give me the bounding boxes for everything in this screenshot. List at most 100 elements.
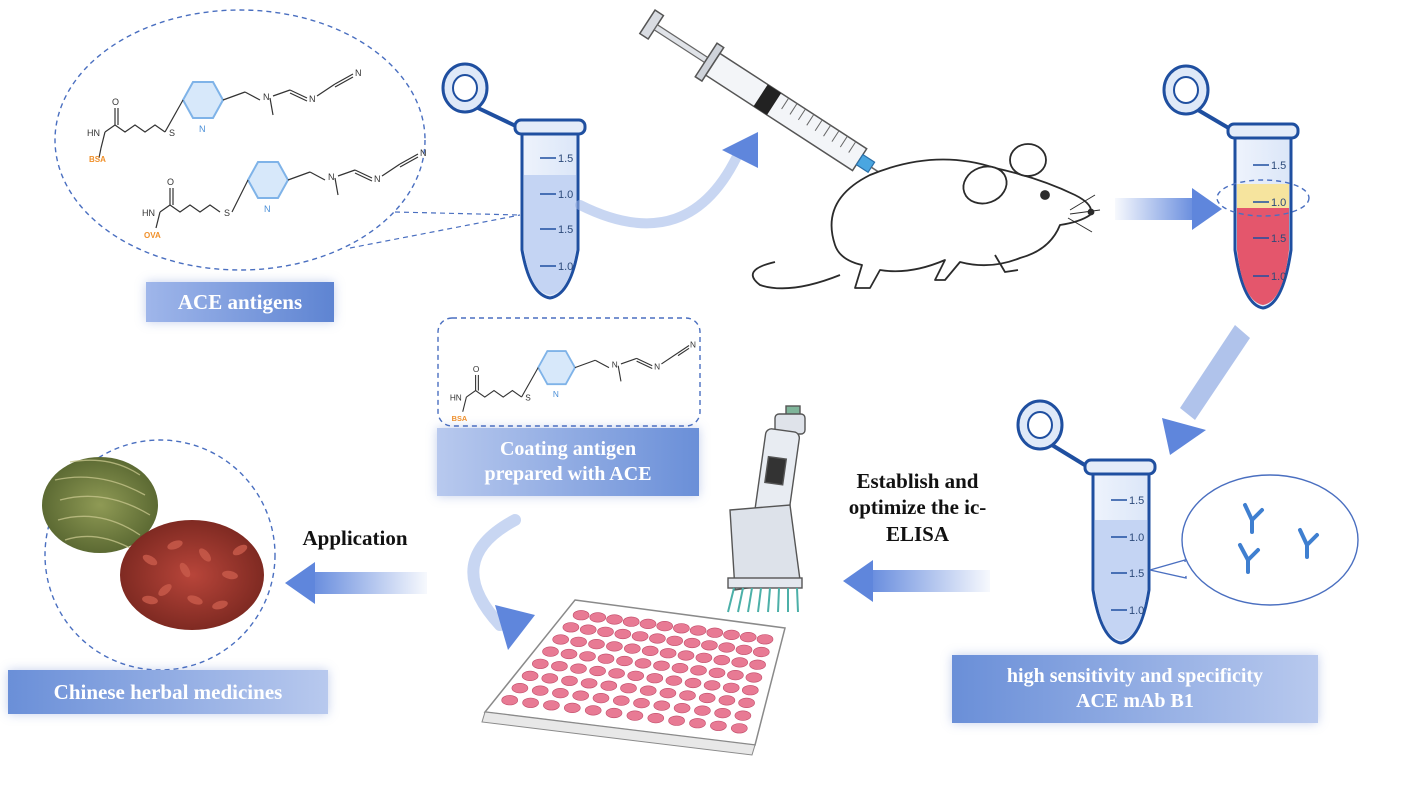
serum-tube: 1.5 1.0 1.5 1.0 [1162,64,1310,310]
antibody-icon [1238,503,1319,574]
ace-antigens-bubble [54,9,521,271]
plate-well [677,650,695,661]
mab-line2: ACE mAb B1 [1076,690,1194,712]
ova-hapten-molecule: O HN S N N N N OVA [142,148,427,240]
application-text: Application [285,525,425,551]
arrow-plate-to-herbs [285,562,427,604]
tick-1-0-bottom: 1.0 [1129,605,1144,617]
multichannel-pipette [727,405,806,613]
mab-line1: high sensitivity and specificity [1006,665,1264,687]
plate-well [683,637,701,649]
sulfur-label: S [224,208,230,218]
ace-antigens-text: ACE antigens [177,289,303,314]
tick-1-0-top: 1.0 [558,189,573,201]
plate-well [597,626,614,637]
mab-label: high sensitivity and specificity ACE mAb… [952,655,1318,723]
plate-well [694,705,711,716]
pyridine-n-label: N [199,124,206,134]
sulfur-label: S [169,128,175,138]
antibody-tube: 1.5 1.0 1.5 1.0 [1016,399,1157,645]
nitrile-n-label: N [420,148,427,158]
plate-well [551,661,568,672]
plate-well [631,631,649,642]
plate-well [718,695,736,706]
oxygen-label: O [167,177,174,187]
coating-antigen-line2: prepared with ACE [484,463,652,485]
hn-label: HN [87,128,100,138]
tick-1-0-top: 1.0 [1271,197,1286,209]
plate-well [633,697,650,709]
tick-1-0-bottom: 1.0 [558,261,573,273]
amine-n-label: N [263,92,270,102]
plate-well [570,636,587,647]
plate-well [665,675,683,686]
plate-well [579,624,597,635]
ace-antigens-label: ACE antigens [146,282,334,322]
plate-well [731,657,749,668]
plate-well [552,634,570,645]
plate-well [756,634,774,645]
nitrile-n-label: N [355,68,362,78]
plate-well [606,614,623,625]
plate-well [752,646,770,658]
plate-well [671,662,689,674]
plate-well [689,718,706,729]
antigen-tube: 1.5 1.0 1.5 1.0 [441,62,587,300]
plate-well [561,675,578,686]
establish-line2: optimize the ic- [848,495,987,520]
establish-text: Establish and optimize the ic- ELISA [830,468,1005,547]
plate-well [570,663,587,674]
plate-well [612,695,630,706]
tick-1-5-top: 1.5 [558,153,573,165]
plate-well [584,705,602,716]
imine-n-label: N [654,362,660,371]
plate-well [735,644,753,655]
plate-well [679,690,696,701]
plate-well [592,692,610,704]
plate-well [708,667,726,678]
plate-well [745,672,763,683]
plate-well [597,653,615,664]
plate-well [572,690,590,701]
plate-well [542,646,559,657]
plate-well [580,678,598,689]
plate-well [501,695,519,706]
plate-well [522,697,539,708]
plate-well [703,680,721,691]
coating-antigen-line1: Coating antigen [499,438,637,460]
plate-well [579,651,596,662]
plate-well [673,623,690,634]
plate-well [714,707,731,719]
chinese-herbal-text: Chinese herbal medicines [53,679,283,704]
chinese-herbal-label: Chinese herbal medicines [8,670,328,714]
ova-label: OVA [144,231,161,240]
plate-well [572,610,590,621]
plate-well [653,660,670,671]
bsa-label: BSA [89,155,106,164]
coating-antigen-molecule-box: O HN S N N N N BSA [437,317,701,427]
plate-well [589,612,607,623]
plate-well [531,685,549,696]
oxygen-label: O [112,97,119,107]
plate-well [511,682,529,694]
plate-well [656,620,674,632]
plate-well [659,687,677,699]
antibody-callout [1149,474,1359,606]
plate-well [541,673,559,684]
plate-well [646,673,664,684]
green-herb-pile [42,457,158,553]
establish-line1: Establish and [856,469,979,493]
tick-1-5-bottom: 1.5 [558,224,573,236]
plate-well [722,682,740,693]
plate-well [739,631,757,643]
plate-well [684,677,702,689]
plate-well [723,629,740,641]
tick-1-5-bottom: 1.5 [1271,233,1286,245]
plate-well [639,685,657,696]
plate-well [521,670,539,682]
plate-well [734,710,752,721]
plate-well [600,680,618,691]
coating-arrow [467,514,535,650]
